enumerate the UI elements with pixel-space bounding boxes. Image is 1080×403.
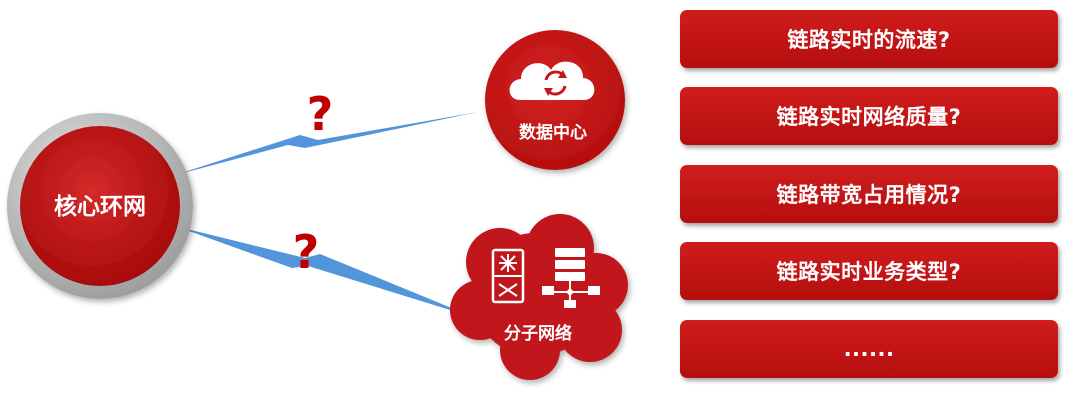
branch-network-label: 分子网络 bbox=[504, 323, 572, 344]
question-label: 链路实时网络质量? bbox=[776, 105, 962, 129]
refresh-cloud-icon bbox=[509, 61, 595, 100]
server-network-icon bbox=[542, 248, 600, 308]
question-panel-traffic-type: 链路实时业务类型? bbox=[680, 242, 1058, 300]
question-panel-flow-rate: 链路实时的流速? bbox=[680, 10, 1058, 68]
link-core-branch bbox=[175, 226, 476, 318]
link-question-mark-bottom: ? bbox=[293, 225, 320, 279]
branch-cloud-node bbox=[450, 214, 628, 380]
core-ring-node bbox=[7, 113, 193, 299]
core-ring-label: 核心环网 bbox=[54, 193, 146, 220]
question-panel-more: ...... bbox=[680, 320, 1058, 378]
question-label: 链路实时业务类型? bbox=[776, 260, 962, 284]
question-label: 链路实时的流速? bbox=[787, 28, 951, 52]
switch-device-icon bbox=[491, 248, 525, 304]
link-question-mark-top: ? bbox=[307, 87, 334, 141]
question-label: ...... bbox=[843, 337, 895, 361]
question-panel-bandwidth-usage: 链路带宽占用情况? bbox=[680, 165, 1058, 223]
question-panel-network-quality: 链路实时网络质量? bbox=[680, 87, 1058, 145]
datacenter-label: 数据中心 bbox=[519, 122, 587, 143]
question-label: 链路带宽占用情况? bbox=[776, 183, 962, 207]
